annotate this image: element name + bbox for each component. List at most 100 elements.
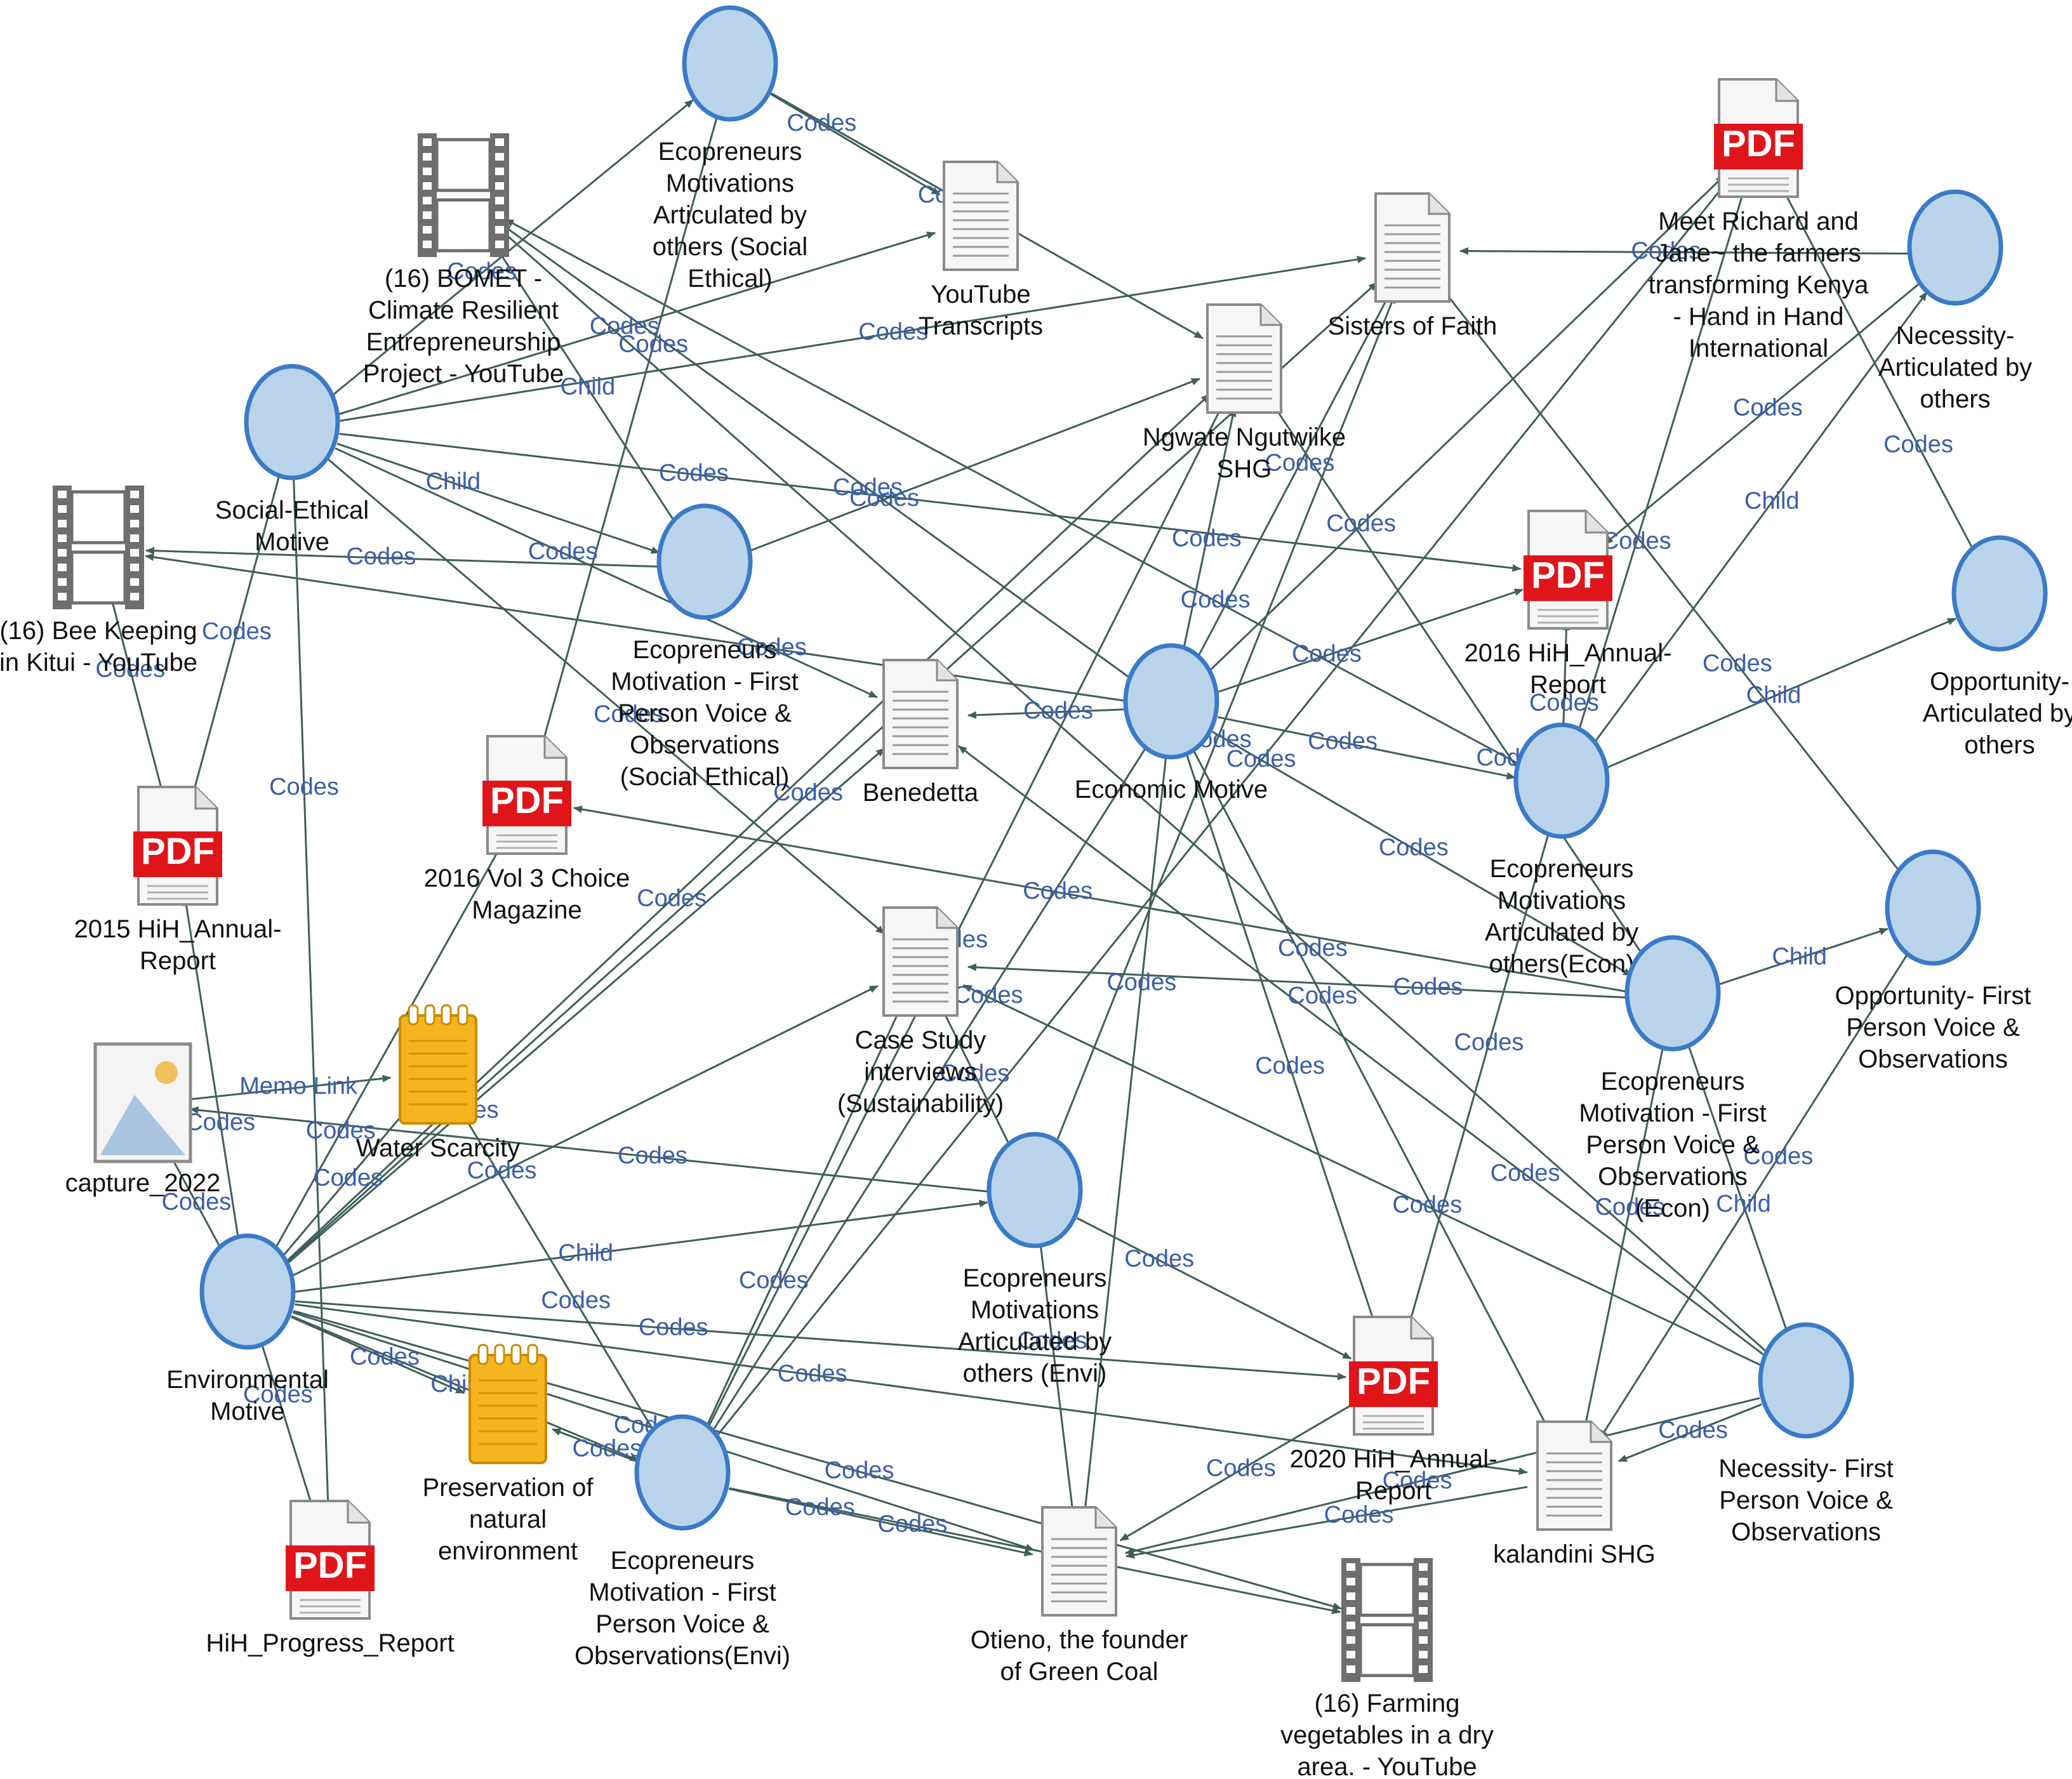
edge-eco-others-econ-to-opportunity-others[interactable] (1605, 618, 1956, 769)
edge-eco-others-econ-to-hih-2020[interactable] (1405, 832, 1550, 1335)
edge-social-ethical-to-benedetta[interactable] (335, 447, 878, 699)
edge-eco-others-econ-to-meet-richard[interactable] (1574, 187, 1746, 742)
edge-opportunity-others-to-meet-richard[interactable] (1779, 184, 1979, 559)
edge-environmental-to-preservation[interactable] (291, 1316, 465, 1394)
edge-eco-first-econ-to-necessity-first[interactable] (1687, 1044, 1792, 1343)
edge-eco-first-envi-to-otieno[interactable] (728, 1488, 1033, 1557)
edge-eco-others-envi-to-case-study[interactable] (940, 1007, 1015, 1154)
edge-eco-first-envi-to-water-scarcity[interactable] (462, 1113, 659, 1439)
edge-economic-to-sisters-of-faith[interactable] (1192, 292, 1391, 666)
edge-eco-first-envi-to-ngwate[interactable] (703, 404, 1224, 1437)
edge-eco-first-econ-to-opportunity-first[interactable] (1717, 927, 1889, 986)
edge-eco-others-social-to-youtube-transcripts[interactable] (770, 93, 941, 195)
edge-economic-to-meet-richard[interactable] (1205, 175, 1725, 676)
edge-hih-2020-to-otieno[interactable] (1119, 1403, 1353, 1542)
edge-social-ethical-to-youtube-transcripts[interactable] (337, 231, 936, 416)
edge-social-ethical-to-eco-others-social[interactable] (328, 99, 694, 399)
edge-eco-others-econ-to-bomet-video[interactable] (505, 218, 1520, 765)
edge-environmental-to-hih-progress[interactable] (260, 1343, 317, 1520)
edge-environmental-to-water-scarcity[interactable] (277, 1108, 408, 1262)
edge-necessity-first-to-bomet-video[interactable] (498, 227, 1771, 1356)
edge-eco-first-envi-to-meet-richard[interactable] (711, 179, 1730, 1443)
edge-economic-to-kalandini[interactable] (1192, 749, 1553, 1438)
edge-environmental-to-eco-first-envi[interactable] (291, 1315, 639, 1462)
edge-environmental-to-choice-magazine[interactable] (270, 840, 505, 1257)
node-bomet-video[interactable]: (16) BOMET -Climate ResilientEntrepreneu… (363, 133, 564, 388)
edge-environmental-to-capture-image[interactable] (164, 1146, 226, 1257)
edge-economic-to-otieno[interactable] (1081, 755, 1167, 1518)
node-sisters-of-faith[interactable]: Sisters of Faith (1328, 192, 1498, 340)
node-water-scarcity[interactable]: Water Scarcity (356, 1004, 521, 1162)
edge-economic-to-bee-keeping[interactable] (145, 553, 1125, 702)
edge-eco-first-envi-to-farming-video[interactable] (729, 1487, 1341, 1615)
edge-bee-keeping-to-hih-2015[interactable] (109, 595, 168, 805)
edge-eco-first-envi-to-preservation[interactable] (552, 1428, 639, 1463)
edge-environmental-to-kalandini[interactable] (295, 1303, 1528, 1476)
edge-opportunity-first-to-kalandini[interactable] (1598, 953, 1909, 1439)
edge-eco-first-social-to-bomet-video[interactable] (488, 236, 680, 529)
edge-economic-to-hih-2020[interactable] (1185, 752, 1380, 1336)
edge-eco-others-envi-to-otieno[interactable] (1039, 1243, 1077, 1518)
edge-environmental-to-farming-video[interactable] (293, 1310, 1342, 1610)
edge-environmental-to-case-study[interactable] (289, 984, 879, 1278)
edge-eco-first-econ-to-kalandini[interactable] (1581, 1046, 1664, 1433)
edge-environmental-to-hih-2015[interactable] (182, 897, 241, 1252)
edge-environmental-to-benedetta[interactable] (282, 747, 886, 1268)
edge-social-ethical-to-hih-progress[interactable] (293, 475, 333, 1518)
edge-economic-to-eco-first-econ[interactable] (1212, 731, 1633, 977)
edge-environmental-to-hih-2020[interactable] (295, 1300, 1347, 1380)
edge-necessity-first-to-case-study[interactable] (962, 984, 1763, 1368)
edge-eco-first-social-to-bee-keeping[interactable] (145, 546, 658, 568)
edge-social-ethical-to-case-study[interactable] (328, 458, 885, 935)
node-kalandini[interactable]: kalandini SHG (1493, 1420, 1656, 1568)
edge-necessity-first-to-benedetta[interactable] (957, 745, 1769, 1359)
edge-social-ethical-to-eco-first-social[interactable] (336, 442, 660, 554)
edge-eco-first-social-to-ngwate[interactable] (748, 378, 1200, 552)
edge-eco-others-econ-to-hih-2016[interactable] (1562, 621, 1571, 740)
edge-necessity-others-to-hih-2016[interactable] (1604, 283, 1920, 545)
edge-social-ethical-to-sisters-of-faith[interactable] (338, 255, 1366, 422)
edge-economic-to-eco-first-envi[interactable] (707, 747, 1147, 1439)
edge-necessity-first-to-otieno[interactable] (1124, 1397, 1760, 1555)
edge-economic-to-bomet-video[interactable] (501, 223, 1134, 681)
edge-necessity-others-to-sisters-of-faith[interactable] (1459, 247, 1908, 255)
node-capture-image[interactable]: capture_2022 (65, 1042, 221, 1197)
edge-economic-to-ngwate[interactable] (1180, 407, 1237, 661)
edge-economic-to-hih-2016[interactable] (1216, 588, 1524, 694)
node-economic[interactable]: Economic Motive (1075, 643, 1268, 804)
edge-eco-first-econ-to-choice-magazine[interactable] (573, 805, 1626, 993)
edge-social-ethical-to-hih-2016[interactable] (339, 433, 1522, 572)
edge-eco-first-envi-to-case-study[interactable] (701, 1007, 901, 1436)
edge-capture-image-to-water-scarcity[interactable] (190, 1075, 392, 1101)
edge-eco-others-envi-to-hih-2020[interactable] (1077, 1217, 1352, 1360)
edge-environmental-to-eco-others-envi[interactable] (295, 1200, 988, 1293)
edge-eco-others-econ-to-necessity-others[interactable] (1589, 291, 1928, 750)
edge-economic-to-eco-others-econ[interactable] (1218, 716, 1516, 780)
edge-social-ethical-to-hih-2015[interactable] (189, 474, 281, 805)
edge-eco-others-envi-to-capture-image[interactable] (189, 1106, 988, 1193)
